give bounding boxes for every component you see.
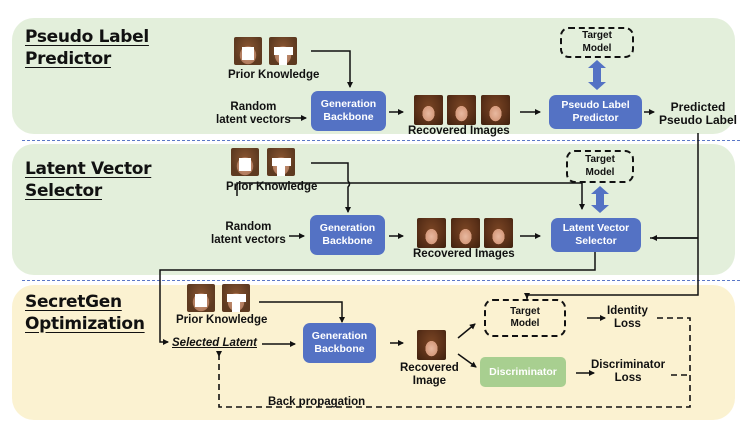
recovered-image [417, 330, 446, 360]
title-line: Optimization [25, 314, 145, 334]
recovered-image-label: Recovered Image [400, 362, 459, 388]
label-line: Discriminator [591, 359, 666, 371]
title-line: Latent Vector [25, 159, 152, 179]
label-line: Identity [607, 305, 648, 317]
label-line: Target [582, 30, 612, 41]
prior-knowledge-face-1 [187, 284, 215, 312]
label-line: Selector [575, 235, 617, 247]
section-title-secretgen-optimization: SecretGen Optimization [25, 291, 145, 335]
label-line: Pseudo Label [561, 99, 630, 111]
line-backprop [218, 317, 691, 408]
recovered-images-label: Recovered Images [408, 125, 510, 137]
separator-1 [22, 140, 740, 141]
line-selector-to-selected-latent [159, 252, 596, 345]
predicted-pseudo-label: Predicted Pseudo Label [659, 101, 737, 127]
recovered-images-label: Recovered Images [413, 248, 515, 260]
title-line: Selector [25, 181, 102, 201]
double-arrow-target-predictor [588, 60, 606, 90]
arrow-prior-to-backbone-3 [259, 301, 345, 323]
arrow-image-to-discriminator [457, 353, 477, 368]
label-line: Latent Vector [562, 222, 630, 234]
label-line: Predicted [670, 100, 726, 114]
label-line: Random [225, 221, 272, 233]
label-line: Predictor [572, 112, 619, 124]
label-line: Loss [614, 372, 642, 384]
prior-knowledge-label: Prior Knowledge [228, 69, 320, 81]
prior-knowledge-face-2 [267, 148, 295, 176]
label-line: Discriminator [489, 365, 557, 378]
label-line: Recovered [400, 362, 459, 374]
prior-knowledge-label: Prior Knowledge [176, 314, 268, 326]
label-line: Backbone [323, 111, 374, 123]
label-line: Model [510, 318, 540, 329]
recovered-image [484, 218, 513, 248]
discriminator-module: Discriminator [480, 357, 566, 387]
label-line: Target [585, 154, 615, 165]
label-line: Loss [614, 318, 641, 330]
title-line: Pseudo Label [25, 27, 149, 47]
section-title-latent-vector-selector: Latent Vector Selector [25, 158, 152, 202]
section-title-pseudo-label-predictor: Pseudo Label Predictor [25, 26, 149, 70]
label-line: Backbone [322, 235, 373, 247]
selected-latent-label: Selected Latent [172, 337, 257, 349]
prior-knowledge-face-2 [269, 37, 297, 65]
label-line: Model [582, 42, 612, 54]
recovered-image [481, 95, 510, 125]
recovered-image [417, 218, 446, 248]
prior-knowledge-face-1 [234, 37, 262, 65]
label-line: Model [585, 166, 615, 178]
recovered-image [451, 218, 480, 248]
recovered-image [414, 95, 443, 125]
random-latent-label: Random latent vectors [216, 101, 291, 127]
prior-knowledge-face-2 [222, 284, 250, 312]
recovered-image [447, 95, 476, 125]
arrow-image-to-target [457, 323, 476, 339]
label-line: Generation [311, 330, 368, 342]
separator-2 [22, 280, 740, 281]
label-line: latent vectors [211, 234, 286, 246]
label-line: Pseudo Label [659, 113, 738, 127]
label-line: Target [510, 305, 540, 317]
label-line: Random [230, 101, 277, 113]
title-line: Predictor [25, 49, 111, 69]
line-random-to-selector [236, 182, 585, 210]
prior-knowledge-face-1 [231, 148, 259, 176]
label-line: Image [412, 375, 447, 387]
arrow-prior-to-backbone-1 [311, 50, 353, 88]
label-line: Generation [320, 98, 377, 110]
label-line: Backbone [314, 343, 365, 355]
label-line: Generation [319, 222, 376, 234]
discriminator-loss-label: Discriminator Loss [591, 359, 665, 385]
label-line: latent vectors [216, 114, 291, 126]
prior-knowledge-label: Prior Knowledge [226, 181, 318, 193]
double-arrow-target-selector [591, 186, 609, 213]
title-line: SecretGen [25, 292, 122, 312]
identity-loss-label: Identity Loss [607, 305, 648, 331]
random-latent-label: Random latent vectors [211, 221, 286, 247]
back-propagation-label: Back propagation [268, 396, 366, 408]
